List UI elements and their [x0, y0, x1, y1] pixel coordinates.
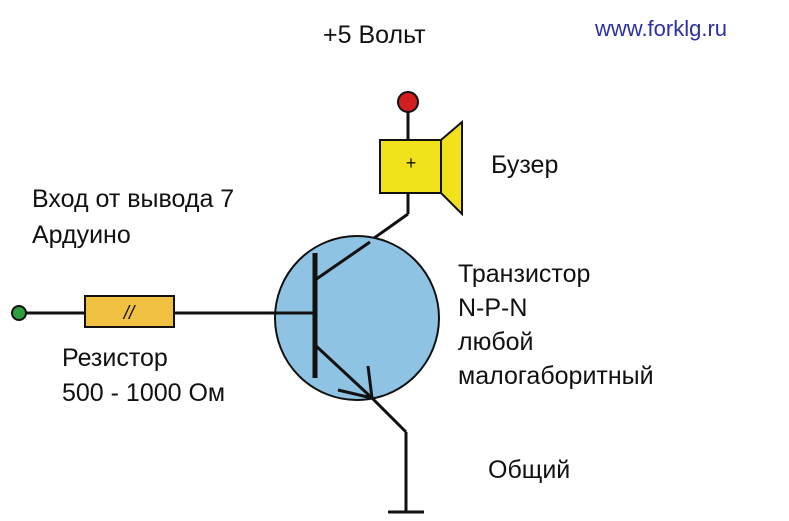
resistor-label-line1: Резистор [62, 344, 168, 372]
buzzer-icon: + [379, 119, 463, 217]
input-label-line1: Вход от вывода 7 [32, 185, 235, 213]
transistor-label-line2: N-P-N [458, 294, 528, 322]
resistor-mark: // [122, 303, 136, 324]
emitter-line [313, 343, 374, 400]
transistor-label-line4: малогаборитный [458, 362, 654, 390]
supply-terminal [397, 91, 419, 113]
buzzer-horn [440, 119, 463, 217]
resistor-icon: // [84, 295, 175, 328]
transistor-body [274, 235, 440, 401]
buzzer-polarity-mark: + [406, 153, 417, 173]
collector-line [314, 240, 371, 282]
transistor-label-line3: любой [458, 328, 534, 356]
ground-label: Общий [488, 456, 571, 484]
resistor-label-line2: 500 - 1000 Ом [62, 379, 226, 407]
input-label-line2: Ардуино [32, 221, 131, 249]
transistor-label-line1: Транзистор [458, 260, 591, 288]
buzzer-label: Бузер [491, 151, 559, 179]
input-terminal [11, 305, 27, 321]
emitter-ground-wire-a [370, 396, 408, 434]
resistor-body [84, 295, 175, 328]
supply-label: +5 Вольт [323, 21, 426, 49]
website-label: www.forklg.ru [595, 16, 728, 41]
